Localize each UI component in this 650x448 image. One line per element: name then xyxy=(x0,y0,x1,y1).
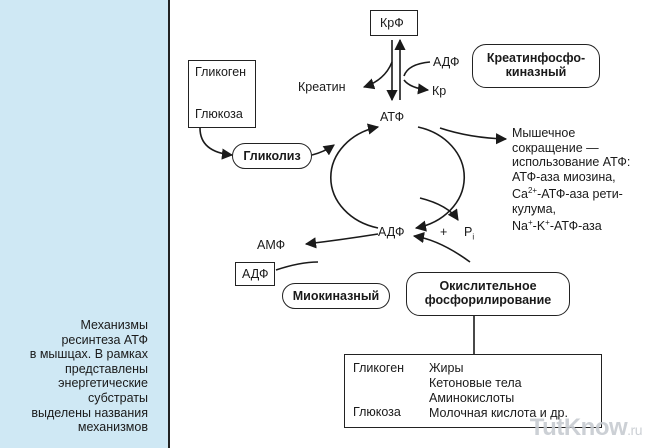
glycolysis-to-cycle-arrow xyxy=(311,144,335,156)
kr-label: Кр xyxy=(432,84,447,98)
substrate-item-fats: Жиры xyxy=(429,361,464,375)
muscle-line7: Na+-K+-АТФ-аза xyxy=(512,218,602,234)
atf-to-muscle-arrow xyxy=(439,127,508,145)
substrates-box: Гликоген Глюкоза Жиры Кетоновые тела Ами… xyxy=(344,354,602,428)
muscle-line3: использование АТФ: xyxy=(512,155,631,169)
muscle-line5: Ca2+-АТФ-аза рети- xyxy=(512,186,623,202)
kinase-line2: киназный xyxy=(505,65,567,79)
myokinase-pill: Миокиназный xyxy=(282,283,390,309)
atf-top-label: АТФ xyxy=(380,110,405,124)
substrate-glucose-label: Глюкоза xyxy=(353,405,401,419)
glycolysis-label: Гликолиз xyxy=(243,149,301,163)
oxidative-to-adf-arrow xyxy=(412,232,471,263)
oxidative-line1: Окислительное xyxy=(439,279,537,293)
glycogen-label: Гликоген xyxy=(195,65,247,79)
glycolysis-pill: Гликолиз xyxy=(232,143,312,169)
plus-sign: + xyxy=(440,225,448,239)
amf-label: АМФ xyxy=(257,238,286,252)
pi-arrow xyxy=(419,197,459,221)
cycle-right-arc xyxy=(414,126,466,232)
substrate-item-amino-acids: Аминокислоты xyxy=(429,391,515,405)
glycogen-box: Гликоген Глюкоза xyxy=(188,60,256,128)
kr-arrow xyxy=(403,79,430,95)
myokinase-label: Миокиназный xyxy=(292,289,380,303)
muscle-line4: АТФ-аза миозина, xyxy=(512,169,616,184)
panel-divider xyxy=(168,0,170,448)
creatine-kinase-pill: Креатинфосфо- киназный xyxy=(472,44,600,88)
substrate-glycogen-label: Гликоген xyxy=(353,361,405,375)
adf-to-amf-arrow xyxy=(304,233,379,249)
adf-box-label: АДФ xyxy=(242,267,269,281)
muscle-line2: сокращение — xyxy=(512,140,599,155)
adf-kinase-arrow xyxy=(403,61,431,77)
krf-box: КрФ xyxy=(370,10,418,36)
adf-box: АДФ xyxy=(235,262,275,286)
muscle-line6: кулума, xyxy=(512,201,557,216)
creatine-arrow xyxy=(362,61,393,90)
substrate-item-lactic-acid: Молочная кислота и др. xyxy=(429,406,568,420)
glucose-to-glycolysis-arrow xyxy=(199,127,234,160)
oxidative-phosphorylation-pill: Окислительное фосфорилирование xyxy=(406,272,570,316)
adf-box-to-cycle-arrow xyxy=(275,261,319,271)
muscle-line1: Мышечное xyxy=(512,126,576,140)
cycle-left-arc xyxy=(329,123,380,229)
krf-label: КрФ xyxy=(380,16,404,30)
muscle-contraction-text: Мышечное сокращение — использование АТФ:… xyxy=(512,126,630,234)
glucose-label: Глюкоза xyxy=(195,107,243,121)
adf-bottom-label: АДФ xyxy=(378,225,405,239)
figure-caption: Механизмы ресинтеза АТФ в мышцах. В рамк… xyxy=(29,318,148,435)
adf-top-label: АДФ xyxy=(433,55,460,69)
creatine-label: Креатин xyxy=(298,80,346,94)
oxidative-line2: фосфорилирование xyxy=(424,293,552,307)
pi-label: Pi xyxy=(464,225,475,242)
substrate-item-ketones: Кетоновые тела xyxy=(429,376,522,390)
left-panel xyxy=(0,0,168,448)
watermark-logo: TutKnow.ru xyxy=(529,414,643,441)
kinase-line1: Креатинфосфо- xyxy=(486,51,586,65)
